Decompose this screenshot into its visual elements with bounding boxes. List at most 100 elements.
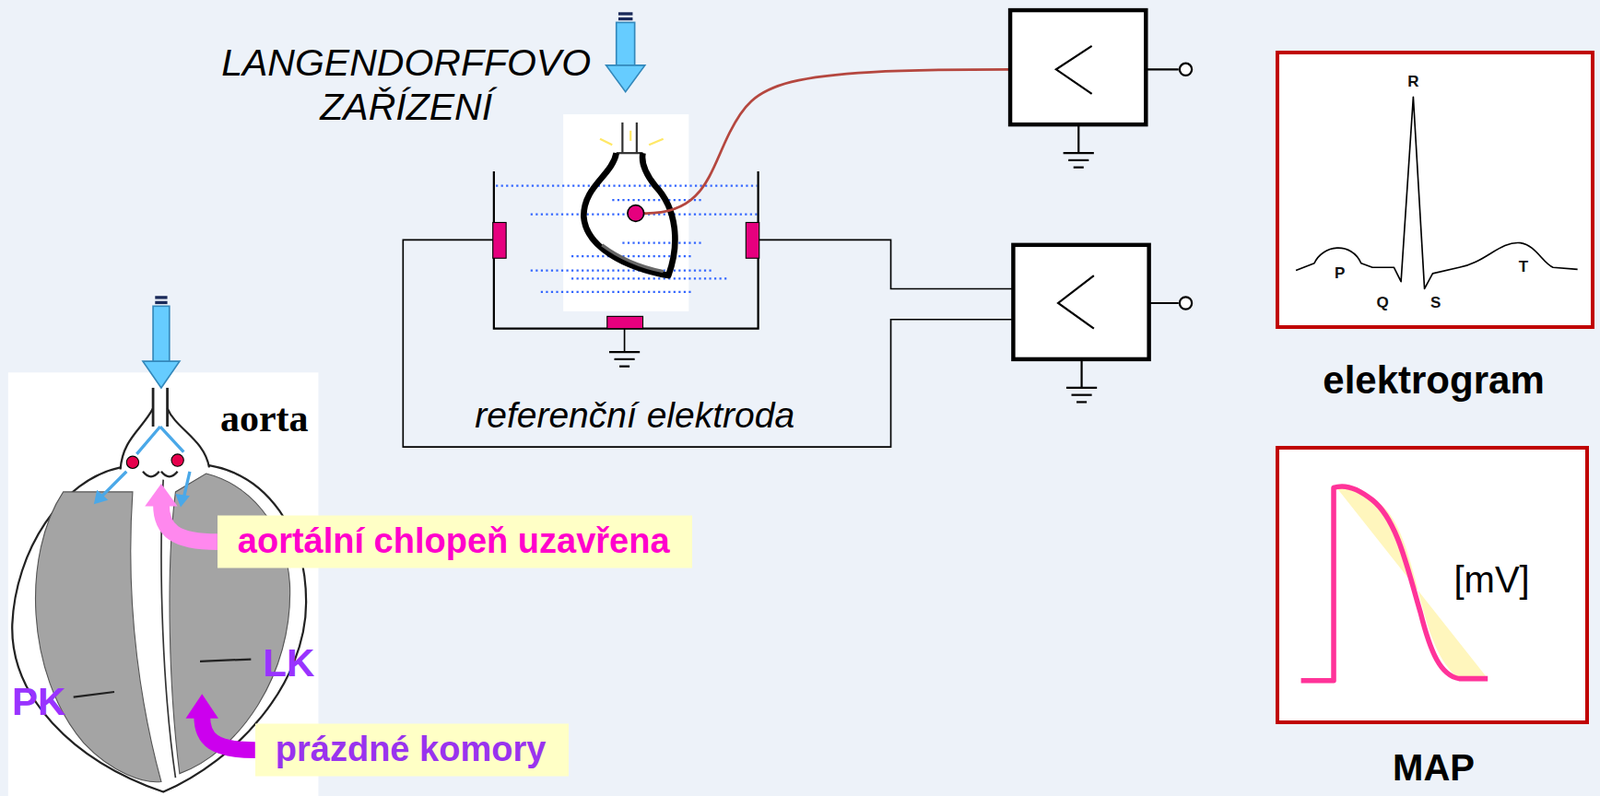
panel-ground [1277,53,1593,328]
inflow-arrow [142,295,180,389]
panel-text: aortální chlopeň uzavřena [237,521,672,562]
wiring [623,329,626,353]
inflow-arrow [616,22,636,67]
text-label: P [1332,265,1347,283]
note-box: aortální chlopeň uzavřena [217,516,693,569]
organ-bath [622,242,705,245]
amplifier [1058,275,1095,330]
amplifier [1010,10,1146,125]
organ-bath [495,186,757,293]
chamber-arrow [186,694,219,719]
valve-arrow [161,504,218,542]
part-label: aorta [220,396,309,441]
inflow-arrow [152,305,170,363]
heart-section [175,494,190,507]
heart-section [171,454,184,467]
text-label: R [1405,72,1421,91]
inflow-arrow [154,295,167,299]
inflow-arrow [154,301,167,305]
inflow-arrow [142,361,180,389]
amplifier [1066,387,1097,389]
isolated-heart [635,122,638,153]
amplifier [1080,359,1083,389]
leader-line [200,659,251,662]
text-label: S [1428,294,1443,313]
amplifier [1179,63,1192,76]
ground-symbol [614,358,636,361]
organ-bath [495,184,757,187]
text-label: Q [1375,294,1391,313]
isolated-heart [583,122,675,276]
electrode-wire [644,69,1011,213]
heart-section [136,426,184,455]
amplifier [1145,68,1178,71]
amplifier [1012,245,1149,360]
ground-symbol [619,365,630,368]
ecg-trace [1295,96,1578,289]
chamber-label: PK [11,680,66,725]
isolated-heart [600,130,664,146]
wiring [402,239,1013,448]
amplifier [1071,394,1093,397]
amplifier [1179,296,1192,309]
valve-arrow [144,483,177,506]
ground-symbol [609,351,640,353]
electrode-label: referenční elektroda [474,395,795,436]
amplifier [1077,124,1080,153]
isolated-heart [616,152,644,154]
panel-ground [1277,447,1587,723]
panel-text: elektrogram [1322,358,1544,403]
valve-arrow [144,483,218,542]
isolated-heart [583,152,675,276]
text-label: T [1517,258,1530,277]
inflow-arrow [618,11,634,15]
panel-text: MAP [1392,746,1475,789]
heart-section [126,456,139,469]
bath-electrode [745,222,759,259]
amplifier [1068,159,1089,162]
isolated-heart [600,139,612,146]
amplifier [1076,400,1087,403]
isolated-heart [648,139,664,146]
bath-electrode [493,222,506,259]
chamber-arrow [186,694,256,751]
organ-bath [494,171,759,330]
heart-section [142,471,178,478]
note-box: prázdné komory [255,724,569,777]
organ-bath [494,114,759,330]
heart-section [183,471,190,499]
amplifier [1063,152,1095,154]
signal-panel: MAP[mV] [1275,446,1589,725]
inflow-arrow [618,17,634,21]
apparatus-title: LANGENDORFFOVO ZAŘÍZENÍ [203,40,610,130]
leader-line [73,692,115,698]
chamber-label: LK [262,641,315,686]
isolated-heart [621,122,624,153]
amplifier [1010,10,1192,168]
heart-section [94,490,109,506]
text-label: [mV] [1454,559,1530,601]
ground-symbol [609,352,640,367]
wiring [402,239,1013,448]
organ-bath [541,291,695,294]
heart-section [35,492,162,783]
organ-bath [530,269,715,271]
recording-electrode [627,205,645,223]
chamber-arrow [201,717,256,752]
panel-text: prázdné komory [275,729,549,770]
reference-electrode [607,316,644,329]
inflow-arrow [606,65,646,93]
amplifier [1012,245,1192,403]
heart-section [152,388,155,427]
amplifier [1073,166,1084,169]
isolated-heart [629,130,632,142]
heart-section [165,388,169,427]
heart-section [167,408,210,468]
amplifier [1056,46,1093,95]
heart-section [100,471,128,499]
organ-bath [571,277,727,280]
signal-panel: elektrogramPQRST [1275,50,1596,329]
isolated-heart [601,245,663,272]
amplifier [1149,302,1179,305]
